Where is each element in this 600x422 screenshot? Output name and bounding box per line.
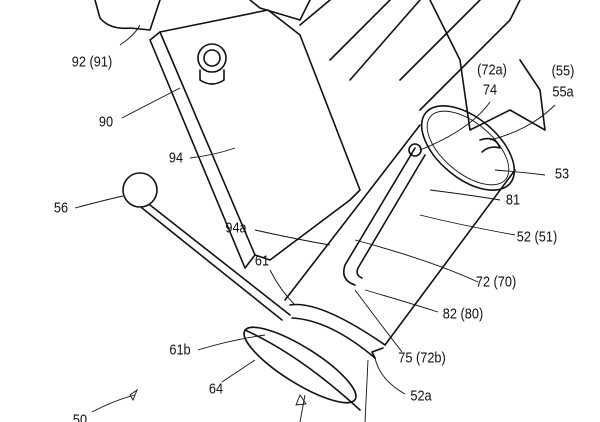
label-50: 50 — [72, 411, 88, 422]
label-61: 61 — [254, 252, 270, 270]
bolt-head — [197, 43, 227, 73]
label-92: 92 (91) — [71, 53, 113, 71]
label-52a: 52a — [410, 387, 432, 405]
collar-61 — [289, 303, 386, 359]
lever-ball — [122, 172, 158, 208]
label-82: 82 (80) — [442, 305, 484, 323]
label-75: 75 (72b) — [398, 349, 446, 367]
label-90: 90 — [98, 113, 114, 131]
plate-94 — [159, 9, 361, 261]
label-94: 94 — [168, 149, 184, 167]
label-53: 53 — [554, 165, 570, 183]
label-64: 64 — [208, 380, 224, 398]
lever-rod — [141, 204, 291, 321]
label-55a: 55a — [552, 83, 574, 101]
housing-upper — [249, 0, 311, 21]
plate-94-edge — [149, 31, 256, 269]
label-81: 81 — [505, 191, 521, 209]
label-61b: 61b — [169, 341, 191, 359]
housing-part-92 — [94, 0, 161, 31]
label-52: 52 (51) — [516, 228, 558, 246]
label-94a: 94a — [225, 219, 247, 237]
label-72: 72 (70) — [475, 273, 517, 291]
cylinder-top-53 — [420, 105, 516, 191]
flange-64 — [243, 326, 357, 404]
slot-55a — [479, 137, 501, 153]
label-74: 74 — [482, 81, 498, 99]
groove-72 — [342, 147, 426, 286]
pin-74 — [408, 143, 422, 157]
label-55: (55) — [551, 62, 575, 80]
label-72a: (72a) — [477, 61, 507, 79]
label-56: 56 — [53, 199, 69, 217]
